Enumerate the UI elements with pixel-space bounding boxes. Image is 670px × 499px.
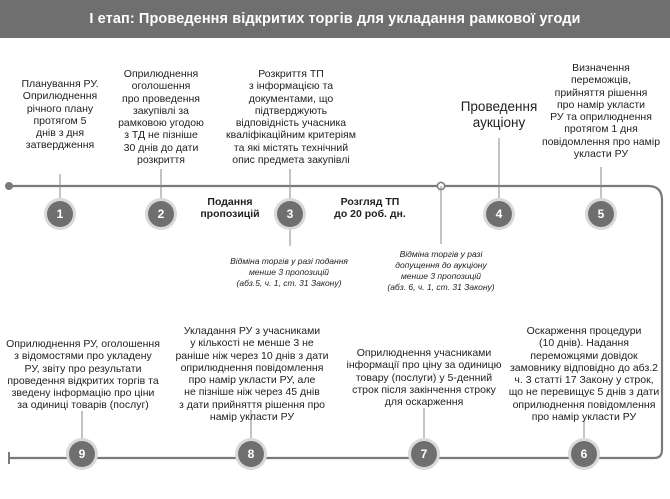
step-3-number: 3	[286, 207, 294, 221]
step-6-text: Оскарження процедури (10 днів). Надання …	[508, 325, 660, 424]
step-3-text: Розкриття ТП з інформацією та документам…	[226, 68, 356, 167]
note-cancel-auction: Відміна торгів у разі допущення до аукці…	[387, 249, 495, 292]
note-cancel-submission: Відміна торгів у разі подання менше 3 пр…	[230, 256, 348, 288]
step-6-circle: 6	[571, 441, 597, 467]
step-7-circle: 7	[411, 441, 437, 467]
step-1-circle: 1	[47, 201, 73, 227]
step-5-text: Визначення переможців, прийняття рішення…	[541, 62, 661, 161]
banner: І етап: Проведення відкритих торгів для …	[0, 0, 670, 38]
step-4-number: 4	[495, 207, 503, 221]
step-1-number: 1	[56, 207, 64, 221]
timeline-path	[9, 184, 664, 460]
step-8-number: 8	[247, 447, 255, 461]
step-2-circle: 2	[148, 201, 174, 227]
step-2-number: 2	[157, 207, 165, 221]
banner-title: І етап: Проведення відкритих торгів для …	[89, 11, 581, 27]
phase-label-submission: Подання пропозицій	[200, 196, 260, 221]
step-2-text: Оприлюднення оголошення про проведення з…	[118, 68, 204, 167]
step-7-text: Оприлюднення учасниками інформації про ц…	[346, 347, 502, 409]
step-4-text: Проведення аукціону	[460, 99, 538, 130]
step-8-text: Укладання РУ з учасниками у кількості не…	[175, 325, 329, 424]
step-5-number: 5	[597, 207, 605, 221]
step-8-circle: 8	[238, 441, 264, 467]
step-4-circle: 4	[486, 201, 512, 227]
timeline-start-dot	[5, 182, 13, 190]
step-9-circle: 9	[69, 441, 95, 467]
step-9-number: 9	[78, 447, 86, 461]
phase-label-review: Розгляд ТП до 20 роб. дн.	[334, 196, 406, 221]
step-6-number: 6	[580, 447, 588, 461]
step-7-number: 7	[420, 447, 428, 461]
step-1-text: Планування РУ. Оприлюднення річного план…	[21, 78, 99, 152]
step-9-text: Оприлюднення РУ, оголошення з відомостям…	[6, 338, 160, 412]
step-3-circle: 3	[277, 201, 303, 227]
step-5-circle: 5	[588, 201, 614, 227]
